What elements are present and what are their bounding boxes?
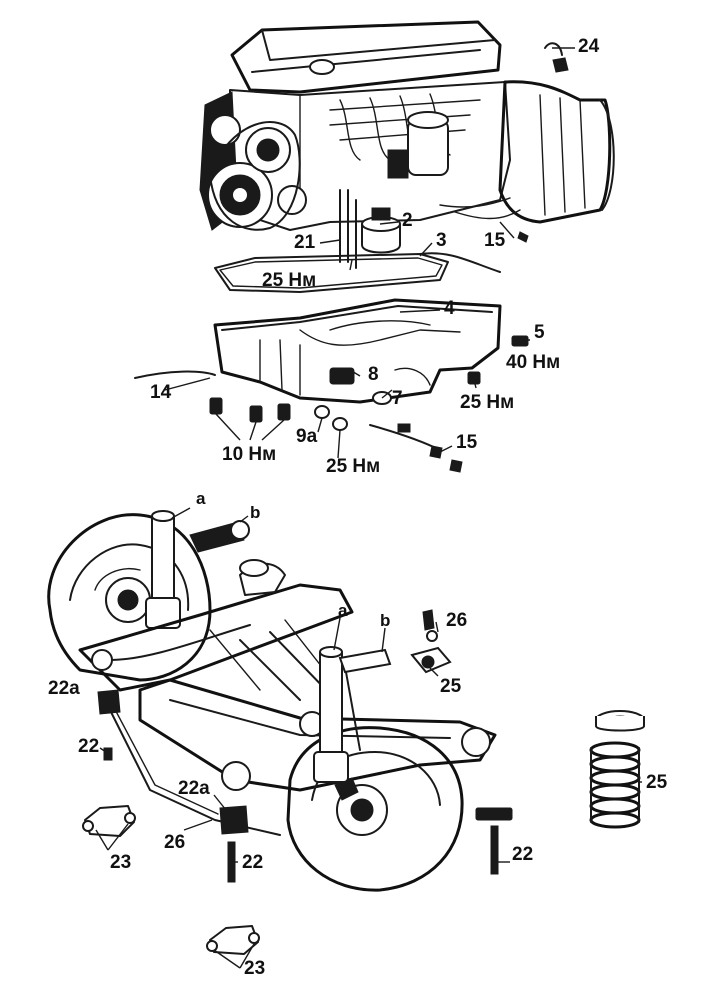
callout-25-mount: 25: [440, 676, 462, 697]
callout-22-right: 22: [512, 844, 533, 865]
callout-24: 24: [578, 36, 600, 57]
callout-9a: 9а: [296, 426, 318, 447]
callout-22-left: 22: [78, 736, 99, 757]
engine-labels: 24 2 21 3 15 25 Нм 4 5 40 Нм 14 8 7 25 Н…: [150, 36, 600, 477]
callout-8: 8: [368, 364, 379, 385]
engine-block: [199, 20, 615, 269]
torque-gasket: 25 Нм: [262, 270, 316, 291]
coil-spring: [589, 710, 645, 829]
left-wheel: [47, 513, 212, 682]
callout-3: 3: [436, 230, 447, 251]
torque-10nm: 10 Нм: [222, 444, 276, 465]
oil-pan: [213, 298, 502, 405]
callout-15-bottom: 15: [456, 432, 478, 453]
callout-22-center: 22: [242, 852, 263, 873]
callout-15-top: 15: [484, 230, 506, 251]
callout-leaders: [95, 47, 642, 969]
right-wheel: [286, 726, 464, 892]
callout-a-left: a: [196, 489, 206, 508]
torque-25nm-right: 25 Нм: [460, 392, 514, 413]
callout-22a-center: 22а: [178, 778, 210, 799]
callout-23-bottom: 23: [244, 958, 265, 979]
torque-40nm: 40 Нм: [506, 352, 560, 373]
callout-b-left: b: [250, 503, 260, 522]
engine-mount-part: [410, 609, 452, 674]
subframe-fasteners: [82, 689, 513, 955]
right-strut: [313, 646, 392, 783]
callout-b-right: b: [380, 611, 390, 630]
callout-21: 21: [294, 232, 316, 253]
engine-fasteners: [134, 42, 569, 473]
callout-7: 7: [392, 388, 403, 409]
oil-pan-gasket: [214, 252, 501, 293]
suspension-labels: a b a b 26 25 22а 22 22а 26 23 22 22 25 …: [48, 489, 668, 979]
callout-4: 4: [444, 298, 455, 319]
callout-a-right: a: [338, 601, 348, 620]
callout-23-left: 23: [110, 852, 131, 873]
callout-22a-left: 22а: [48, 678, 80, 699]
callout-5: 5: [534, 322, 545, 343]
left-strut: [145, 510, 250, 629]
callout-26-bottom: 26: [164, 832, 185, 853]
torque-25nm-center: 25 Нм: [326, 456, 380, 477]
callout-25-spring: 25: [646, 772, 668, 793]
callout-14: 14: [150, 382, 172, 403]
callout-2: 2: [402, 210, 413, 231]
callout-26-top: 26: [446, 610, 467, 631]
